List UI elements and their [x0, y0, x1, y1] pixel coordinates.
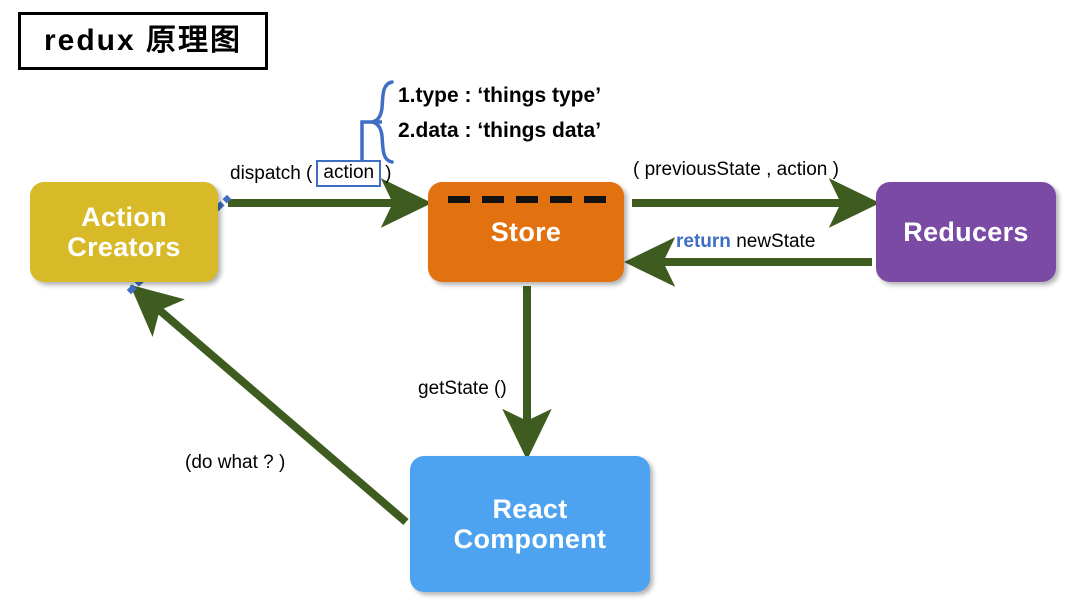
- dispatch-suffix-text: ): [385, 162, 392, 184]
- annotation-action-type: 1.type : ‘things type’: [398, 84, 602, 107]
- newstate-text: newState: [736, 231, 816, 252]
- annotation-dispatch: dispatch ( action ): [230, 160, 391, 187]
- node-store-label: Store: [490, 216, 562, 247]
- return-keyword-text: return: [676, 231, 731, 252]
- annotation-previous-state: ( previousState , action ): [633, 159, 839, 180]
- annotation-getstate: getState (): [418, 378, 507, 399]
- node-react-component[interactable]: React Component: [410, 456, 650, 592]
- annotation-do-what: (do what ? ): [185, 452, 286, 473]
- arrow-do-what: [129, 284, 409, 526]
- page-title: redux 原理图: [18, 12, 268, 70]
- page-title-text: redux 原理图: [43, 24, 243, 57]
- dispatch-prefix-text: dispatch (: [230, 162, 313, 184]
- curly-brace: [371, 80, 394, 164]
- action-token-box: action: [316, 160, 382, 187]
- node-reducers[interactable]: Reducers: [876, 182, 1056, 282]
- annotation-return-newstate: return newState: [676, 232, 815, 251]
- node-react-component-label: React Component: [453, 493, 607, 554]
- annotation-action-data: 2.data : ‘things data’: [398, 119, 602, 142]
- node-action-creators[interactable]: Action Creators: [30, 182, 218, 282]
- store-dashed-divider: [448, 196, 606, 203]
- node-reducers-label: Reducers: [903, 216, 1029, 247]
- node-action-creators-label: Action Creators: [67, 201, 181, 262]
